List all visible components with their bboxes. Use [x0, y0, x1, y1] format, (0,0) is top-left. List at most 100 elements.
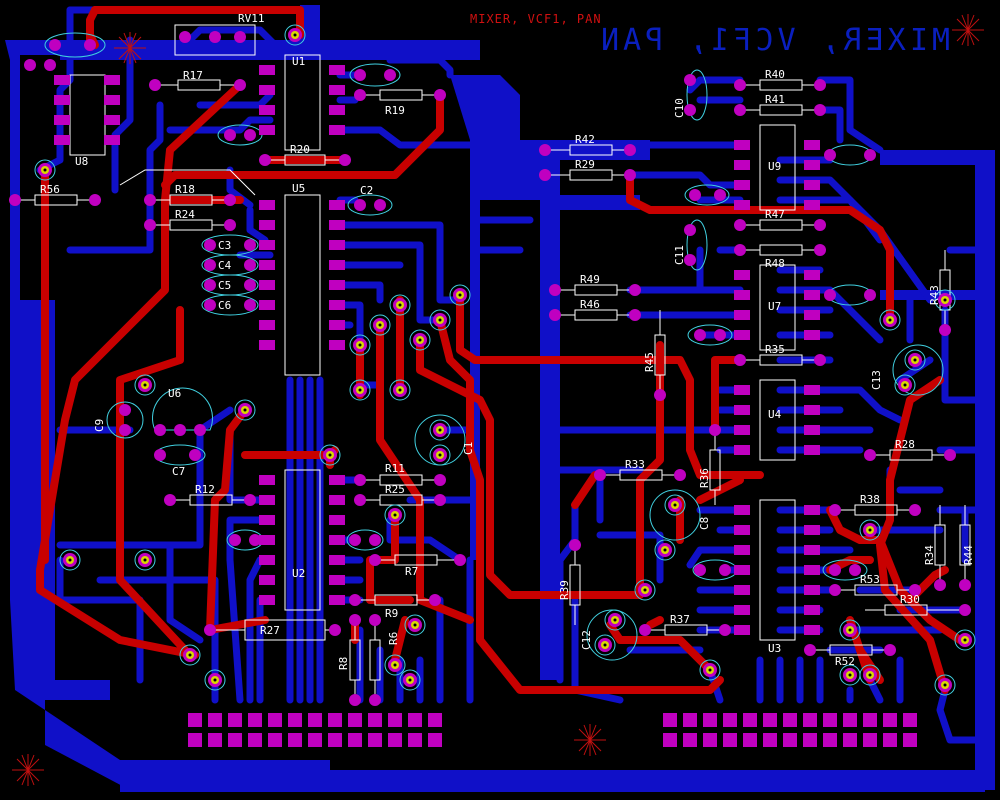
round-pad: [684, 254, 696, 266]
label-r33: R33: [625, 458, 645, 471]
smd-pad: [368, 713, 382, 727]
via-pad: [284, 24, 306, 46]
round-pad: [719, 564, 731, 576]
round-pad: [369, 614, 381, 626]
label-r52: R52: [835, 655, 855, 668]
round-pad: [119, 424, 131, 436]
round-pad: [154, 449, 166, 461]
via-pad: [369, 314, 391, 336]
via-pad: [894, 374, 916, 396]
round-pad: [714, 189, 726, 201]
label-c2: C2: [360, 184, 373, 197]
round-pad: [209, 31, 221, 43]
label-r29: R29: [575, 158, 595, 171]
smd-pad: [804, 505, 820, 515]
via-pad: [634, 579, 656, 601]
smd-pad: [104, 115, 120, 125]
smd-pad: [388, 713, 402, 727]
smd-pad: [803, 713, 817, 727]
round-pad: [244, 279, 256, 291]
round-pad: [204, 279, 216, 291]
smd-pad: [259, 575, 275, 585]
via-pad: [429, 444, 451, 466]
round-pad: [734, 219, 746, 231]
via-pad: [839, 664, 861, 686]
via-pad: [59, 549, 81, 571]
smd-pad: [329, 300, 345, 310]
round-pad: [864, 289, 876, 301]
smd-pad: [208, 713, 222, 727]
round-pad: [539, 144, 551, 156]
label-r17: R17: [183, 69, 203, 82]
round-pad: [84, 39, 96, 51]
round-pad: [224, 219, 236, 231]
smd-pad: [804, 525, 820, 535]
via-pad: [594, 634, 616, 656]
via-pad: [349, 379, 371, 401]
via-pad: [429, 419, 451, 441]
via-pad: [34, 159, 56, 181]
smd-pad: [804, 605, 820, 615]
label-r41: R41: [765, 93, 785, 106]
smd-pad: [428, 713, 442, 727]
label-c10: C10: [673, 98, 686, 118]
smd-pad: [743, 713, 757, 727]
label-r24: R24: [175, 208, 195, 221]
smd-pad: [804, 140, 820, 150]
label-u3: U3: [768, 642, 781, 655]
smd-pad: [804, 160, 820, 170]
label-r39: R39: [558, 580, 571, 600]
label-r47: R47: [765, 208, 785, 221]
smd-pad: [428, 733, 442, 747]
label-r25: R25: [385, 483, 405, 496]
round-pad: [349, 594, 361, 606]
round-pad: [144, 194, 156, 206]
via-pad: [204, 669, 226, 691]
round-pad: [119, 404, 131, 416]
smd-pad: [804, 425, 820, 435]
round-pad: [539, 169, 551, 181]
round-pad: [229, 534, 241, 546]
smd-pad: [804, 200, 820, 210]
via-pad: [319, 444, 341, 466]
round-pad: [384, 69, 396, 81]
smd-pad: [228, 733, 242, 747]
smd-pad: [259, 220, 275, 230]
smd-pad: [329, 475, 345, 485]
smd-pad: [804, 180, 820, 190]
label-c11: C11: [673, 245, 686, 265]
label-r18: R18: [175, 183, 195, 196]
smd-pad: [259, 260, 275, 270]
label-u2: U2: [292, 567, 305, 580]
label-r36: R36: [698, 468, 711, 488]
label-r56: R56: [40, 183, 60, 196]
smd-pad: [823, 713, 837, 727]
top-copper-layer: [36, 6, 964, 694]
round-pad: [374, 199, 386, 211]
fiducial-top-right: [951, 13, 985, 47]
smd-pad: [734, 565, 750, 575]
smd-pad: [259, 300, 275, 310]
label-r45: R45: [643, 352, 656, 372]
smd-pad: [259, 595, 275, 605]
label-r34: R34: [923, 545, 936, 565]
via-pad: [389, 294, 411, 316]
smd-pad: [883, 713, 897, 727]
smd-pad: [408, 733, 422, 747]
smd-pad: [259, 320, 275, 330]
smd-pad: [863, 713, 877, 727]
round-pad: [684, 224, 696, 236]
round-pad: [429, 594, 441, 606]
round-pad: [569, 539, 581, 551]
round-pad: [369, 694, 381, 706]
smd-pad: [248, 733, 262, 747]
label-c8: C8: [698, 517, 711, 530]
smd-pad: [804, 405, 820, 415]
round-pad: [734, 244, 746, 256]
smd-pad: [54, 95, 70, 105]
smd-pad: [329, 575, 345, 585]
via-pad: [839, 619, 861, 641]
label-rv11: RV11: [238, 12, 265, 25]
round-pad: [224, 129, 236, 141]
